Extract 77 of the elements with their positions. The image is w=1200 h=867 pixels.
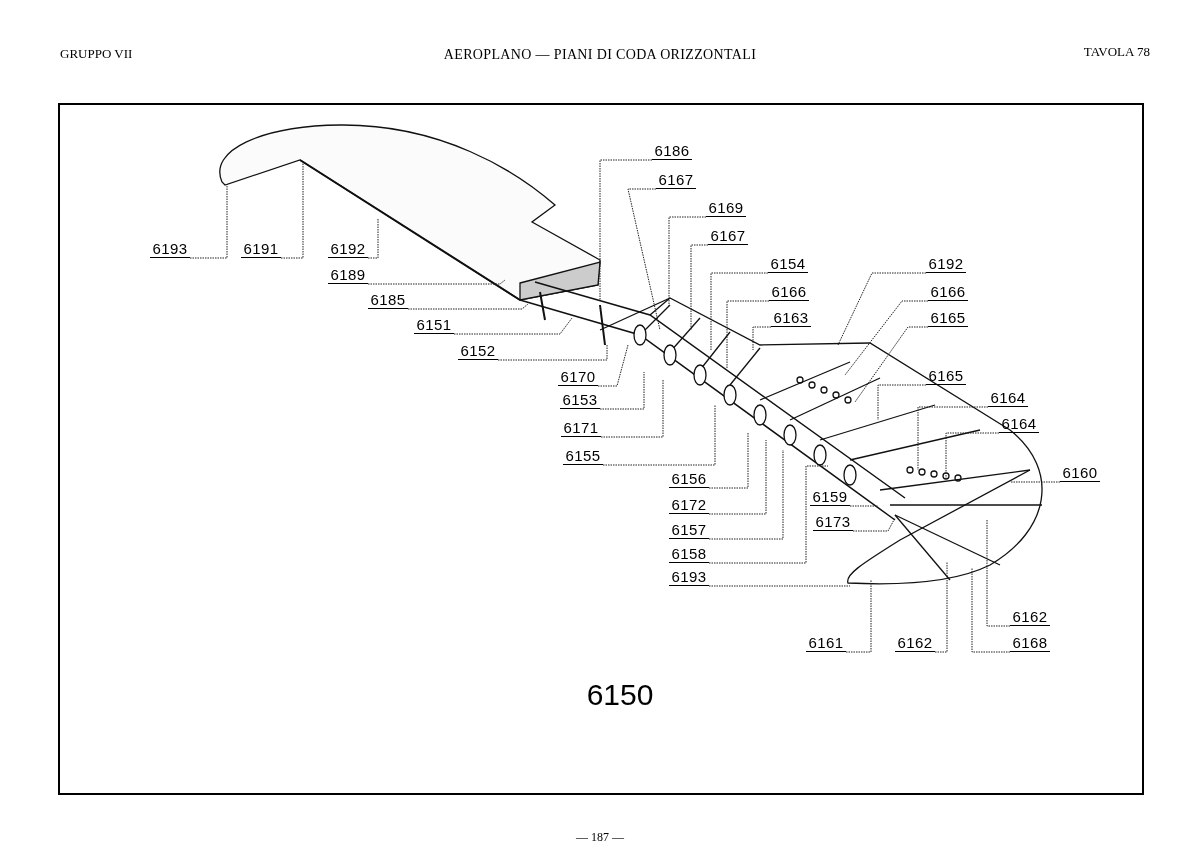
- leader-line: [407, 303, 529, 310]
- leader-line: [627, 188, 661, 331]
- callout-number: 6173: [813, 513, 853, 531]
- page-number: — 187 —: [575, 829, 625, 846]
- leader-line: [453, 317, 573, 335]
- callout-number: 6155: [563, 447, 603, 465]
- callout-number: 6167: [708, 227, 748, 245]
- leader-line: [602, 404, 716, 466]
- leader-line: [599, 371, 645, 410]
- callout-number: 6162: [1010, 608, 1050, 626]
- callout-number: 6193: [669, 568, 709, 586]
- callout-number: 6161: [806, 634, 846, 652]
- callout-number: 6152: [458, 342, 498, 360]
- leader-line: [599, 159, 653, 301]
- leader-line: [934, 561, 948, 653]
- callout-number: 6165: [928, 309, 968, 327]
- callout-number: 6166: [769, 283, 809, 301]
- callout-number: 6154: [768, 255, 808, 273]
- leader-line: [917, 406, 989, 471]
- leader-line: [600, 379, 664, 438]
- leader-line: [280, 162, 304, 259]
- leader-line: [845, 579, 872, 653]
- callout-number: 6158: [669, 545, 709, 563]
- callout-number: 6191: [241, 240, 281, 258]
- callout-number: 6192: [926, 255, 966, 273]
- leader-line: [849, 505, 879, 507]
- callout-number: 6171: [561, 419, 601, 437]
- assembly-number: 6150: [585, 677, 655, 713]
- callout-number: 6165: [926, 367, 966, 385]
- leader-line: [852, 517, 896, 532]
- callout-number: 6159: [810, 488, 850, 506]
- group-label: GRUPPO VII: [60, 45, 134, 63]
- leader-line: [877, 384, 927, 421]
- callout-number: 6164: [999, 415, 1039, 433]
- callout-number: 6185: [368, 291, 408, 309]
- leader-line: [497, 344, 608, 361]
- leader-line: [854, 326, 929, 403]
- callout-number: 6170: [558, 368, 598, 386]
- callout-number: 6166: [928, 283, 968, 301]
- leader-line: [708, 449, 784, 540]
- leader-line: [945, 432, 1000, 479]
- plate-label: TAVOLA 78: [1082, 43, 1150, 61]
- leader-line: [708, 465, 829, 564]
- callout-number: 6151: [414, 316, 454, 334]
- callout-number: 6189: [328, 266, 368, 284]
- leader-line: [726, 300, 770, 369]
- callout-number: 6153: [560, 391, 600, 409]
- callout-number: 6193: [150, 240, 190, 258]
- leader-line: [708, 585, 851, 587]
- callout-number: 6164: [988, 389, 1028, 407]
- leader-line: [189, 183, 228, 259]
- leader-line: [668, 216, 707, 307]
- callout-number: 6169: [706, 199, 746, 217]
- callout-number: 6168: [1010, 634, 1050, 652]
- callout-number: 6192: [328, 240, 368, 258]
- leader-line: [367, 279, 506, 285]
- leader-line: [597, 344, 629, 387]
- leader-line: [752, 326, 772, 351]
- leader-line: [367, 217, 379, 259]
- leader-line: [708, 431, 749, 489]
- callout-number: 6186: [652, 142, 692, 160]
- callout-number: 6163: [771, 309, 811, 327]
- callout-number: 6172: [669, 496, 709, 514]
- callout-number: 6162: [895, 634, 935, 652]
- callout-number: 6167: [656, 171, 696, 189]
- leader-line: [837, 272, 927, 346]
- leader-line: [1009, 481, 1061, 483]
- callout-number: 6157: [669, 521, 709, 539]
- leader-line: [708, 439, 767, 515]
- leader-line: [710, 272, 769, 351]
- leader-line: [986, 519, 1011, 627]
- title: AEROPLANO — PIANI DI CODA ORIZZONTALI: [442, 46, 758, 64]
- leader-line: [971, 567, 1011, 653]
- leader-line: [844, 300, 929, 376]
- leader-line: [690, 244, 709, 331]
- callout-number: 6156: [669, 470, 709, 488]
- callout-number: 6160: [1060, 464, 1100, 482]
